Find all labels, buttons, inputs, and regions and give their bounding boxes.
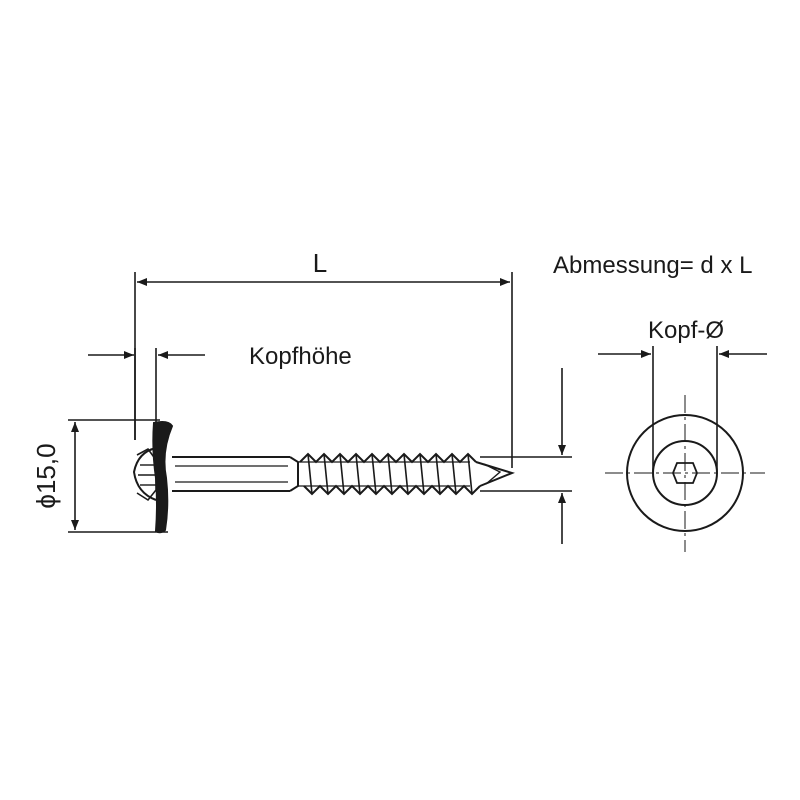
head-height-label: Kopfhöhe — [249, 343, 352, 370]
screw-tip-inner — [483, 463, 502, 485]
dimension-formula-label: Abmessung= d x L — [553, 252, 752, 279]
thread-flanks — [307, 453, 473, 495]
length-dimension — [134, 272, 513, 468]
screw-side-view — [132, 421, 515, 534]
head-diameter-dimension — [598, 346, 767, 472]
screw-head — [132, 447, 157, 501]
washer-diameter-label: ϕ15,0 — [31, 443, 61, 508]
thread-runout — [289, 456, 299, 492]
head-height-dimension — [88, 348, 205, 440]
head-diameter-label: Kopf-Ø — [648, 317, 724, 344]
thread-diameter-dimension — [480, 368, 572, 544]
washer-diameter-dimension — [68, 419, 168, 533]
screw-tip — [475, 461, 515, 487]
head-top-view — [605, 395, 765, 552]
length-label: L — [313, 248, 327, 278]
